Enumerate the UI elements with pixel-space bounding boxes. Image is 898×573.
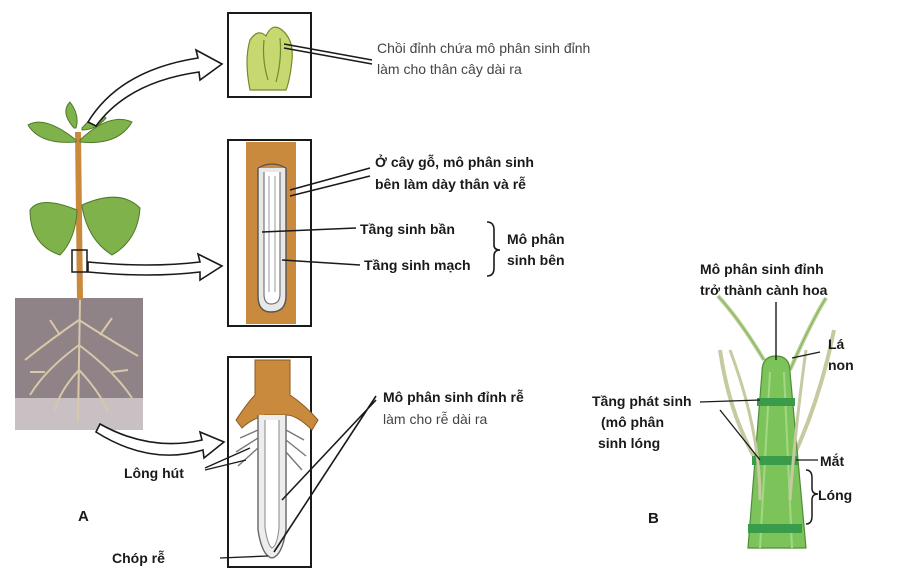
lateral-bracket (486, 221, 501, 277)
root-box (204, 356, 377, 568)
callout-arrows (86, 48, 226, 460)
flower-meristem-line1: Mô phân sinh đỉnh (700, 261, 824, 277)
plant-stem (75, 131, 83, 301)
cork-leader (261, 227, 357, 233)
internode-bracket (805, 469, 819, 525)
intercalary-leaders (699, 399, 761, 461)
lateral-group-line2: sinh bên (507, 252, 565, 268)
node-band-2 (752, 456, 798, 465)
root-hair-leaders (204, 447, 251, 471)
lateral-label-line1: Ở cây gỗ, mô phân sinh (375, 154, 534, 170)
cork-cambium-label: Tầng sinh bần (360, 221, 455, 237)
lateral-leader (289, 167, 371, 197)
lateral-label-line2: bên làm dày thân và rễ (375, 176, 526, 192)
cambium-leader (281, 259, 361, 266)
plant-leaves (27, 101, 141, 256)
arrow-to-stem (87, 252, 224, 282)
panel-b-letter: B (648, 510, 659, 527)
plant-roots (24, 299, 139, 421)
root-apex-label-line2: làm cho rễ dài ra (383, 411, 488, 427)
root-hairs (235, 429, 307, 471)
apex-label-line1: Chồi đỉnh chứa mô phân sinh đỉnh (377, 40, 591, 56)
node-band-3 (748, 524, 802, 533)
intercalary-line1: Tầng phát sinh (592, 393, 692, 409)
root-cap-leader (219, 555, 269, 559)
young-leaf-line1: Lá (828, 336, 845, 352)
node-label: Mắt (820, 453, 845, 469)
apical-bud (246, 26, 293, 91)
node-band-1 (757, 398, 795, 406)
root-apex-leaders (273, 395, 377, 553)
panel-a-letter: A (78, 508, 89, 525)
root-apex-label-line1: Mô phân sinh đỉnh rễ (383, 389, 524, 405)
root-hair-label: Lông hút (124, 465, 184, 481)
vascular-cambium-label: Tầng sinh mạch (364, 257, 471, 273)
internode-label: Lóng (818, 487, 853, 503)
intercalary-line3: sinh lóng (598, 435, 661, 451)
arrow-to-apex (86, 48, 224, 128)
apex-box (227, 12, 373, 98)
young-leaf-line2: non (828, 357, 854, 373)
apex-label-line2: làm cho thân cây dài ra (377, 61, 522, 77)
lateral-group-line1: Mô phân (507, 231, 565, 247)
bamboo-shoot (699, 294, 836, 549)
intercalary-line2: (mô phân (601, 414, 664, 430)
stem-section-marker (71, 249, 88, 273)
plant-illustration (15, 101, 143, 430)
flower-meristem-line2: trở thành cành hoa (700, 282, 828, 298)
arrow-to-root (94, 422, 226, 460)
apex-leader (283, 43, 373, 65)
stem-section-box (227, 139, 501, 327)
root-cap-label: Chóp rễ (112, 550, 165, 566)
young-leaf-leader (791, 351, 821, 359)
